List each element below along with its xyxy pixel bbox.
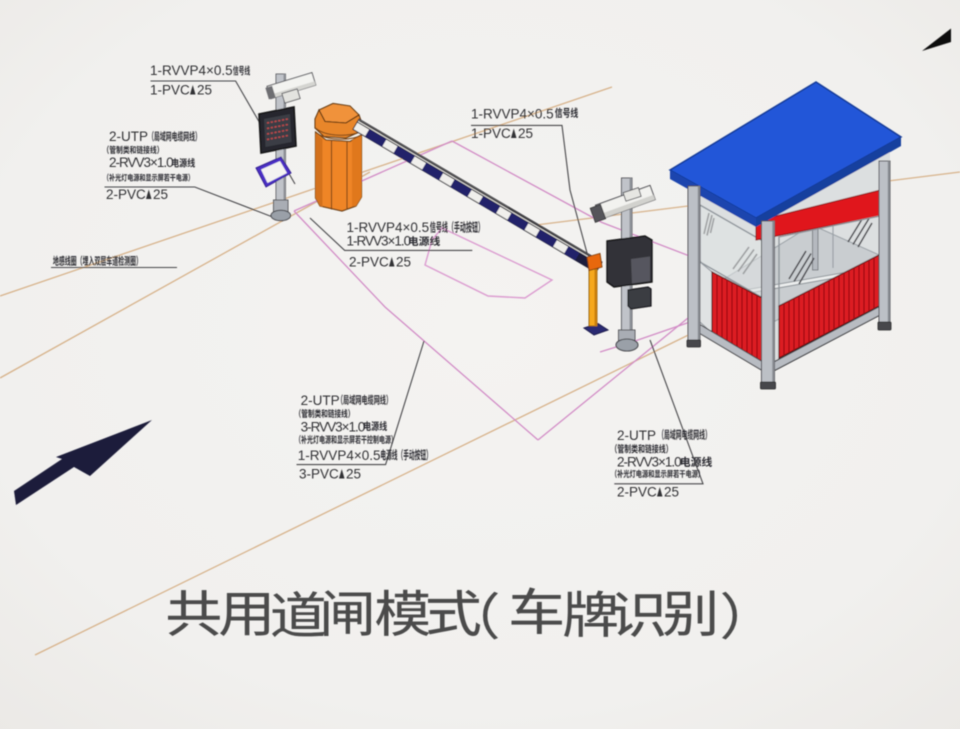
svg-text:25: 25 <box>153 187 168 202</box>
svg-text:25: 25 <box>664 485 679 500</box>
svg-text:25: 25 <box>197 83 212 98</box>
svg-text:3-RVV3×1.0: 3-RVV3×1.0 <box>301 420 365 435</box>
svg-text:1-RVV3×1.0: 1-RVV3×1.0 <box>347 234 411 249</box>
svg-text:2-PVC: 2-PVC <box>617 485 657 500</box>
svg-text:2-UTP: 2-UTP <box>109 129 148 144</box>
svg-text:25: 25 <box>518 126 533 141</box>
svg-text:2-RVV3×1.0: 2-RVV3×1.0 <box>617 455 681 470</box>
svg-text:1-RVVP4×0.5: 1-RVVP4×0.5 <box>471 107 554 122</box>
svg-text:2-RVV3×1.0: 2-RVV3×1.0 <box>109 155 173 170</box>
svg-text:1-PVC: 1-PVC <box>471 126 511 141</box>
svg-text:1-RVVP4×0.5: 1-RVVP4×0.5 <box>298 448 381 463</box>
svg-text:2-UTP: 2-UTP <box>617 428 656 443</box>
svg-text:1-PVC: 1-PVC <box>150 83 190 98</box>
svg-text:2-PVC: 2-PVC <box>349 255 389 270</box>
svg-text:3-PVC: 3-PVC <box>299 467 339 482</box>
svg-text:2-UTP: 2-UTP <box>301 393 340 408</box>
svg-text:2-PVC: 2-PVC <box>106 187 146 202</box>
svg-text:1-RVVP4×0.5: 1-RVVP4×0.5 <box>347 220 430 235</box>
svg-text:1-RVVP4×0.5: 1-RVVP4×0.5 <box>150 63 233 78</box>
svg-text:25: 25 <box>346 467 361 482</box>
svg-text:25: 25 <box>396 255 411 270</box>
